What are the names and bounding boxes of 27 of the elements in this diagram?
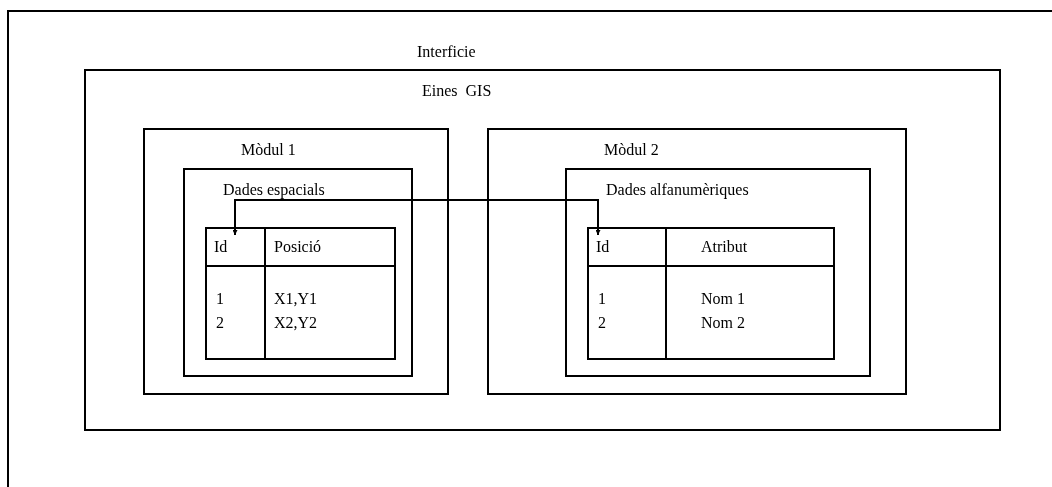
column-header: Posició xyxy=(274,237,322,257)
data-table xyxy=(205,227,396,360)
container-box xyxy=(84,69,1001,431)
box-heading: Interficie xyxy=(417,42,476,62)
box-heading: Mòdul 1 xyxy=(241,140,296,160)
container-box xyxy=(565,168,871,377)
table-cell-text: 2 xyxy=(216,313,225,333)
box-heading: Dades alfanumèriques xyxy=(606,180,749,200)
container-box xyxy=(143,128,449,395)
table-cell-text: X2,Y2 xyxy=(274,313,318,333)
column-header: Id xyxy=(596,237,610,257)
table-cell-text: X1,Y1 xyxy=(274,289,318,309)
outer-frame xyxy=(7,10,1052,487)
table-cell-text: Nom 2 xyxy=(701,313,745,333)
container-box xyxy=(183,168,413,377)
box-heading: Dades espacials xyxy=(223,180,325,200)
data-table xyxy=(587,227,835,360)
box-heading: Eines GIS xyxy=(422,81,492,101)
table-cell-text: Nom 1 xyxy=(701,289,745,309)
container-box xyxy=(487,128,907,395)
table-cell-text: 1 xyxy=(598,289,607,309)
box-heading: Mòdul 2 xyxy=(604,140,659,160)
column-header: Id xyxy=(214,237,228,257)
column-header: Atribut xyxy=(701,237,748,257)
table-cell-text: 2 xyxy=(598,313,607,333)
table-cell-text: 1 xyxy=(216,289,225,309)
connector-arrow xyxy=(232,199,601,236)
